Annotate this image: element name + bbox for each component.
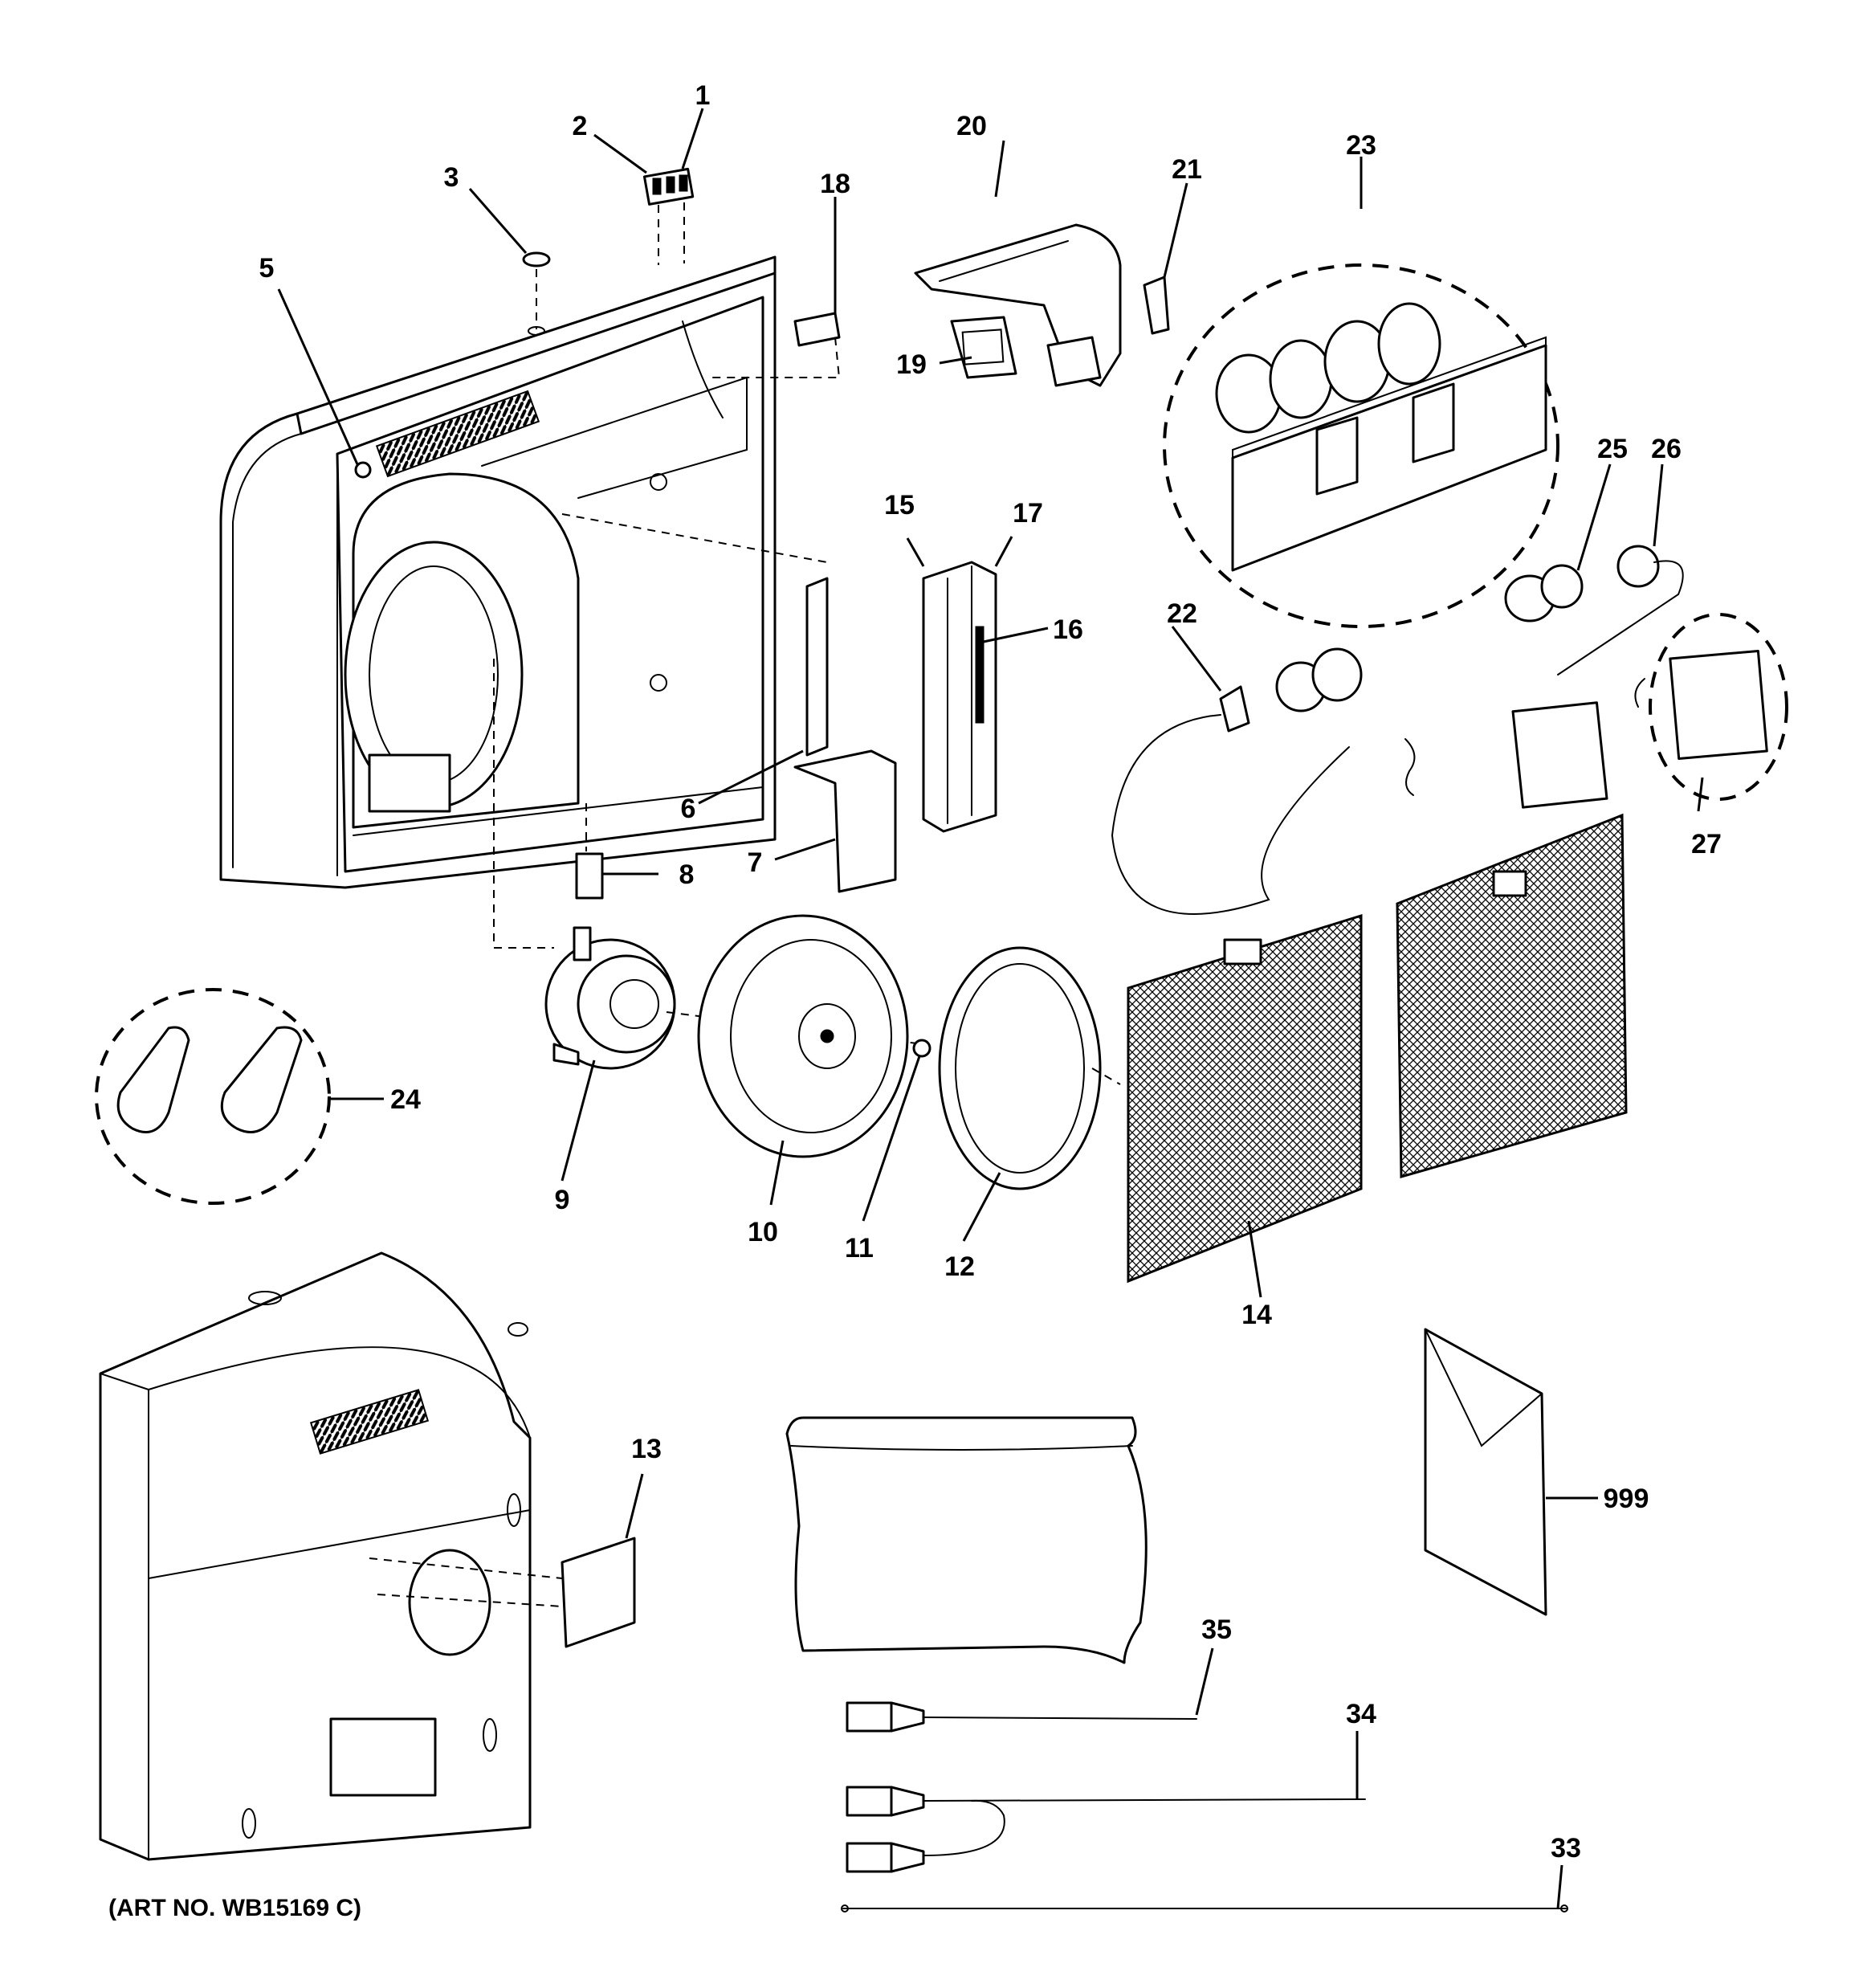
- callout-labels: 1 2 3 5 18 20 21 23 19 15 17 16 22 25 26…: [108, 80, 1722, 1921]
- hood-body: [219, 255, 777, 889]
- callout-35: 35: [1201, 1614, 1232, 1645]
- callout-16: 16: [1053, 614, 1083, 645]
- callout-7: 7: [748, 847, 763, 878]
- cover-plate-7: [793, 749, 897, 893]
- callout-21: 21: [1172, 154, 1202, 185]
- callout-14: 14: [1241, 1300, 1272, 1330]
- wire-34: [846, 1786, 1366, 1873]
- blower-wheel-10: [697, 914, 909, 1158]
- callout-27: 27: [1691, 829, 1722, 859]
- blower-ring-12: [938, 946, 1121, 1190]
- nut-11: [912, 1039, 932, 1058]
- blower-motor-9: [493, 659, 924, 1070]
- duct-tape: [785, 1416, 1148, 1664]
- connector-8: [575, 803, 604, 900]
- side-rail-6: [561, 513, 829, 757]
- callout-18: 18: [820, 169, 850, 199]
- callout-3: 3: [444, 162, 459, 193]
- wire-33: [841, 1904, 1568, 1912]
- wire-35: [846, 1701, 1197, 1733]
- callout-25: 25: [1597, 434, 1628, 464]
- callout-20: 20: [956, 111, 987, 141]
- callout-34: 34: [1346, 1699, 1376, 1729]
- rocker-switch: [642, 167, 695, 265]
- callout-12: 12: [944, 1251, 975, 1282]
- grommet: [522, 251, 551, 336]
- light-bulbs-group-24: [95, 988, 331, 1205]
- callout-22: 22: [1167, 598, 1197, 629]
- grease-filter-left-14: [1127, 913, 1363, 1284]
- callout-11: 11: [845, 1233, 874, 1263]
- callout-17: 17: [1013, 498, 1043, 529]
- callout-23: 23: [1346, 130, 1376, 161]
- hood-rear-view: [99, 1251, 532, 1861]
- callout-24: 24: [390, 1084, 421, 1115]
- callout-1: 1: [695, 80, 711, 111]
- callout-33: 33: [1551, 1833, 1581, 1863]
- art-number: (ART NO. WB15169 C): [108, 1895, 361, 1921]
- callout-8: 8: [679, 859, 695, 890]
- light-housing: [922, 561, 997, 833]
- socket-26: [1557, 545, 1684, 676]
- callout-13: 13: [631, 1434, 662, 1464]
- callout-26: 26: [1651, 434, 1682, 464]
- grease-filter-right: [1396, 813, 1628, 1178]
- callout-19: 19: [896, 349, 927, 380]
- bulb-25: [1504, 564, 1584, 623]
- owners-manual: [1424, 1328, 1547, 1616]
- callout-6: 6: [681, 794, 696, 824]
- glass-lens-group-27: [1634, 613, 1788, 801]
- light-shade-20: [914, 223, 1122, 387]
- socket-22: [1111, 647, 1363, 915]
- bracket-18: [707, 312, 841, 378]
- bracket-19: [950, 316, 1017, 379]
- callout-9: 9: [555, 1185, 570, 1215]
- clip-21: [1143, 276, 1170, 335]
- callout-999: 999: [1604, 1484, 1649, 1514]
- callout-2: 2: [573, 111, 588, 141]
- damper-plate-13: [369, 1537, 636, 1648]
- callout-10: 10: [748, 1217, 778, 1247]
- callout-15: 15: [884, 490, 915, 520]
- lamp-shield-group-23: [1163, 263, 1559, 628]
- callout-5: 5: [259, 253, 275, 284]
- light-lens: [1404, 701, 1608, 809]
- leader-lines: [277, 108, 1704, 1909]
